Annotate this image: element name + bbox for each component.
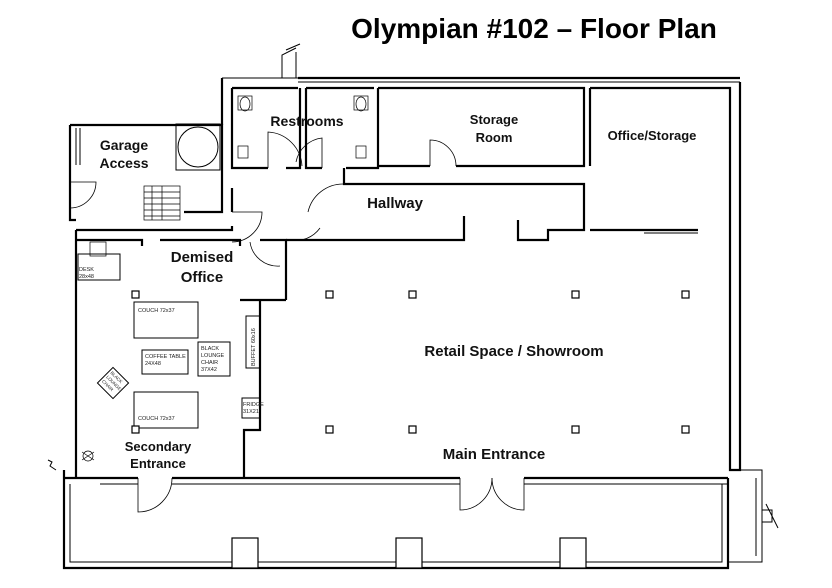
coffee-label-1: COFFEE TABLE [145, 354, 186, 360]
storage-label-2: Room [476, 130, 513, 145]
secondary-label-2: Entrance [130, 456, 186, 471]
retail-label: Retail Space / Showroom [424, 343, 603, 360]
walls [47, 43, 779, 570]
plan-title: Olympian #102 – Floor Plan [351, 13, 717, 44]
chair-label-2: LOUNGE [201, 353, 225, 359]
fridge-label-1: FRIDGE [243, 402, 264, 408]
demised-label-1: Demised [171, 249, 234, 266]
secondary-label-1: Secondary [125, 439, 192, 454]
office-storage-label: Office/Storage [608, 128, 697, 143]
fixtures [77, 95, 698, 462]
columns [131, 290, 690, 434]
desk-label-1: DESK [79, 267, 94, 273]
couch-top-label: COUCH 72x37 [138, 308, 175, 314]
desk-label-2: 28x48 [79, 274, 94, 280]
chair-label-4: 37X42 [201, 367, 217, 373]
storage-label-1: Storage [470, 112, 518, 127]
chair-label-1: BLACK [201, 346, 219, 352]
garage-label-1: Garage [100, 137, 148, 153]
garage-label-2: Access [99, 155, 148, 171]
hallway-label: Hallway [367, 195, 424, 212]
restrooms-label: Restrooms [270, 113, 343, 129]
demised-label-2: Office [181, 269, 224, 286]
coffee-label-2: 24X48 [145, 361, 161, 367]
doors [69, 131, 525, 513]
fridge-label-2: 31X21 [243, 409, 259, 415]
couch-bottom-label: COUCH 72x37 [138, 416, 175, 422]
chair-label-3: CHAIR [201, 360, 218, 366]
main-entrance-label: Main Entrance [443, 446, 546, 463]
buffet-label: BUFFET 60x16 [251, 328, 257, 366]
